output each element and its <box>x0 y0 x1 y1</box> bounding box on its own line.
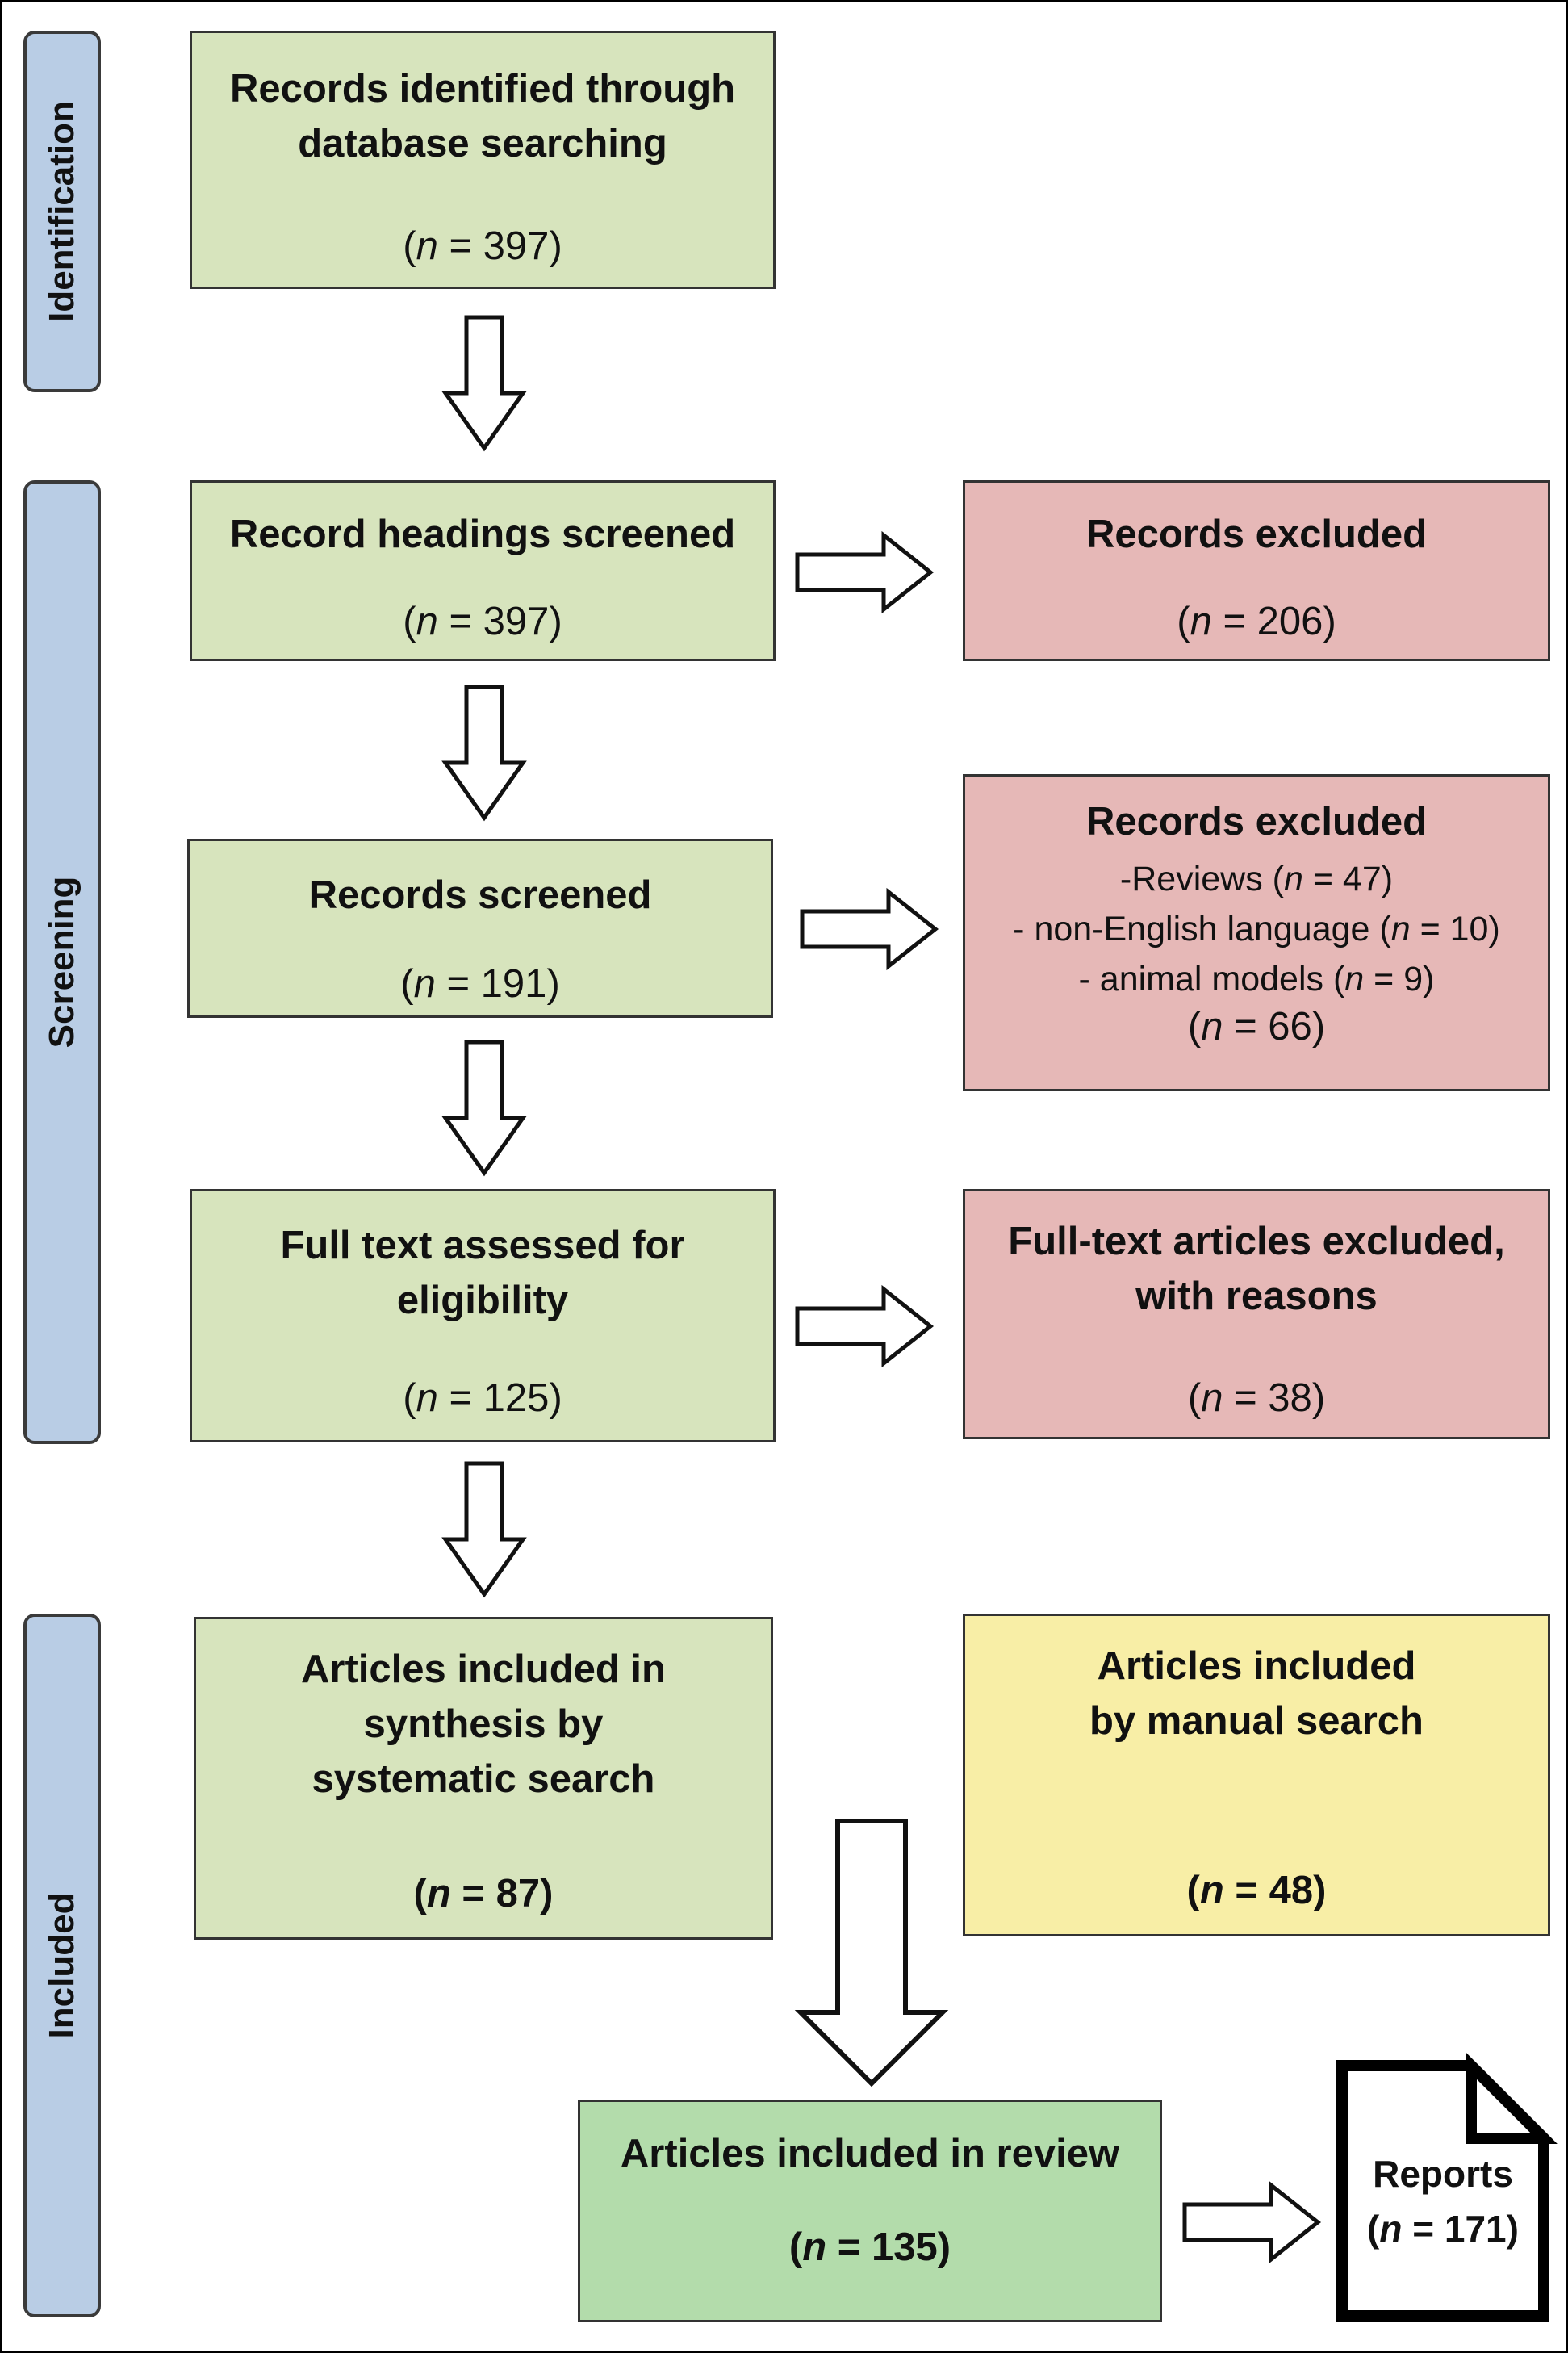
box-full-text-assessed: Full text assessed for eligibility (n = … <box>190 1189 776 1442</box>
box-title-line: with reasons <box>1135 1275 1378 1318</box>
reason-text: -Reviews ( <box>1119 860 1284 898</box>
n-symbol: n <box>1201 1376 1223 1420</box>
reason-value: 10 <box>1449 910 1489 948</box>
phase-identification: Identification <box>23 31 101 392</box>
n-symbol: n <box>1199 1869 1224 1912</box>
box-count: (n = 38) <box>1187 1376 1326 1420</box>
box-count: (n = 191) <box>400 962 560 1006</box>
document-icon <box>1336 2052 1558 2322</box>
box-count: (n = 48) <box>1186 1869 1327 1912</box>
reason-value: 9 <box>1403 960 1424 999</box>
box-count: (n = 87) <box>413 1872 554 1915</box>
box-title-line: eligibility <box>396 1279 569 1322</box>
arrow-down <box>441 685 527 822</box>
count-value: 397 <box>483 600 550 643</box>
box-count: (n = 206) <box>1177 600 1336 643</box>
n-symbol: n <box>416 600 438 643</box>
phase-screening: Screening <box>23 480 101 1444</box>
box-title: Records screened <box>308 873 652 917</box>
count-value: 87 <box>495 1872 541 1915</box>
count-value: 135 <box>872 2225 938 2269</box>
reason-text: - non-English language ( <box>1013 910 1391 948</box>
box-count: (n = 397) <box>403 224 562 268</box>
count-value: 171 <box>1444 2208 1507 2250</box>
box-count: (n = 397) <box>403 600 562 643</box>
phase-included: Included <box>23 1614 101 2317</box>
box-title: Records excluded <box>1085 800 1428 844</box>
box-records-screened: Records screened (n = 191) <box>187 839 773 1018</box>
box-full-text-excluded: Full-text articles excluded, with reason… <box>963 1189 1550 1439</box>
phase-label: Identification <box>42 101 82 322</box>
arrow-right <box>800 887 939 971</box>
reports-count: (n = 171) <box>1367 2208 1519 2250</box>
n-symbol: n <box>1283 860 1303 898</box>
count-value: 397 <box>483 224 550 268</box>
n-symbol: n <box>426 1872 451 1915</box>
reason-text: - animal models ( <box>1078 960 1345 999</box>
reason-value: 47 <box>1342 860 1382 898</box>
phase-label: Screening <box>42 876 82 1049</box>
box-title: Records excluded <box>1085 513 1428 556</box>
box-title-line: by manual search <box>1089 1699 1424 1743</box>
exclusion-reason: - non-English language (n = 10) <box>1013 910 1500 948</box>
box-title-line: Articles included in <box>301 1648 666 1691</box>
arrow-down <box>441 1040 527 1177</box>
n-symbol: n <box>1201 1005 1223 1049</box>
box-title-line: Full text assessed for <box>280 1224 685 1267</box>
box-title-line: Full-text articles excluded, <box>1008 1220 1505 1263</box>
n-symbol: n <box>1390 910 1411 948</box>
arrow-right <box>795 1284 935 1368</box>
box-title-line: systematic search <box>312 1757 655 1801</box>
arrow-down-large <box>794 1819 949 2087</box>
box-record-headings-screened: Record headings screened (n = 397) <box>190 480 776 661</box>
count-value: 66 <box>1268 1005 1312 1049</box>
box-records-excluded-screening: Records excluded -Reviews (n = 47) - non… <box>963 774 1550 1091</box>
reports-label: Reports (n = 171) <box>1338 2146 1548 2256</box>
arrow-right <box>1182 2180 1322 2264</box>
n-symbol: n <box>416 224 438 268</box>
box-count: (n = 135) <box>788 2225 951 2269</box>
arrow-right <box>795 530 935 614</box>
exclusion-reasons: -Reviews (n = 47) - non-English language… <box>965 854 1548 1004</box>
exclusion-reason: - animal models (n = 9) <box>1078 960 1435 999</box>
exclusion-reason: -Reviews (n = 47) <box>1119 860 1394 898</box>
count-value: 191 <box>480 962 547 1006</box>
count-value: 38 <box>1268 1376 1312 1420</box>
count-value: 125 <box>483 1376 550 1420</box>
box-records-identified: Records identified through database sear… <box>190 31 776 289</box>
box-title-line: synthesis by <box>363 1702 604 1746</box>
reports-title: Reports <box>1373 2153 1513 2195</box>
count-value: 206 <box>1256 600 1323 643</box>
n-symbol: n <box>416 1376 438 1420</box>
arrow-down <box>441 1461 527 1598</box>
box-articles-manual-search: Articles included by manual search (n = … <box>963 1614 1550 1936</box>
n-symbol: n <box>1344 960 1365 999</box>
box-title-line: Articles included <box>1097 1644 1416 1688</box>
n-symbol: n <box>802 2225 827 2269</box>
box-title: Record headings screened <box>229 513 736 556</box>
box-count: (n = 66) <box>1187 1005 1326 1049</box>
box-records-excluded-headings: Records excluded (n = 206) <box>963 480 1550 661</box>
box-count: (n = 125) <box>403 1376 562 1420</box>
n-symbol: n <box>1379 2208 1403 2250</box>
box-title: Articles included in review <box>620 2132 1120 2175</box>
arrow-down <box>441 315 527 452</box>
box-articles-included-review: Articles included in review (n = 135) <box>578 2100 1162 2322</box>
box-title-line: Records identified through <box>229 67 736 111</box>
phase-label: Included <box>42 1892 82 2039</box>
box-title-line: database searching <box>298 122 667 165</box>
n-symbol: n <box>1190 600 1212 643</box>
count-value: 48 <box>1269 1869 1314 1912</box>
n-symbol: n <box>413 962 436 1006</box>
box-articles-systematic-search: Articles included in synthesis by system… <box>194 1617 773 1940</box>
